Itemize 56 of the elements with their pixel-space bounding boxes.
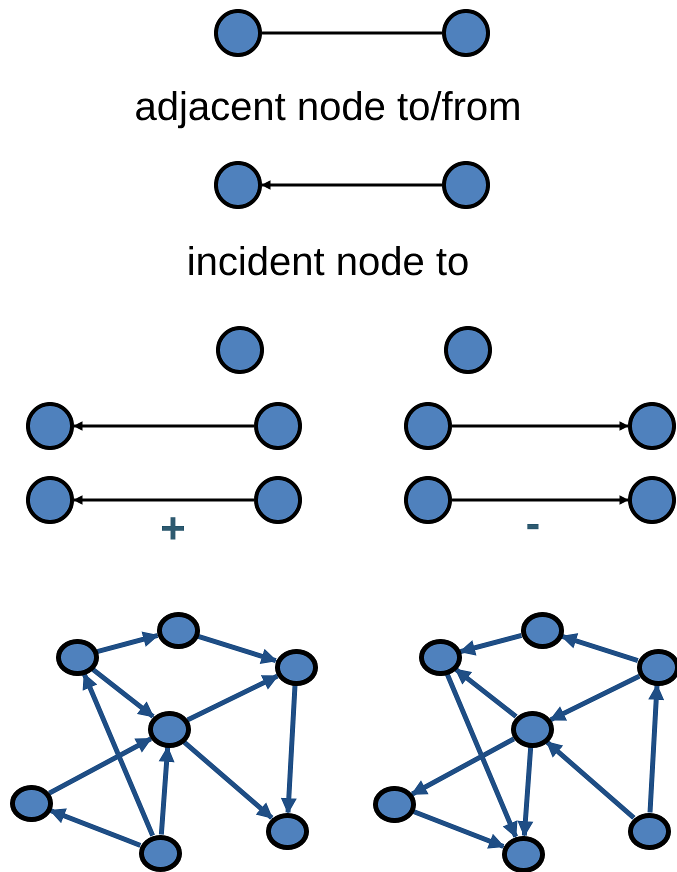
arrow: [91, 667, 155, 719]
arrow: [197, 634, 278, 664]
arrow: [186, 674, 279, 722]
node-circle: [274, 648, 318, 686]
node-circle: [148, 710, 190, 748]
node-circle: [628, 476, 676, 524]
arrow: [158, 746, 175, 835]
node-circle: [628, 402, 676, 450]
node-circle: [418, 638, 462, 676]
node-circle: [520, 612, 564, 648]
arrow: [459, 633, 522, 656]
arrow: [410, 736, 516, 796]
arrow: [73, 495, 254, 505]
node-circle: [26, 402, 74, 450]
node-circle: [26, 476, 74, 524]
node-circle: [510, 710, 554, 748]
node-circle: [628, 812, 670, 850]
heading-text: adjacent node to/from: [134, 85, 522, 129]
arrow: [261, 180, 442, 190]
heading-text: incident node to: [186, 240, 470, 284]
node-circle: [372, 786, 416, 822]
arrow: [48, 736, 152, 796]
minus-sign: -: [526, 500, 540, 548]
arrow: [549, 674, 640, 722]
arrow: [454, 667, 518, 719]
plus-sign: +: [160, 505, 186, 554]
node-circle: [254, 402, 302, 450]
arrow: [280, 685, 298, 814]
node-circle: [214, 9, 262, 57]
node-circle: [442, 161, 490, 209]
arrow: [452, 421, 629, 431]
arrow: [412, 809, 505, 849]
node-circle: [138, 834, 182, 872]
arrow: [445, 673, 518, 838]
node-circle: [156, 612, 200, 648]
arrow: [49, 808, 142, 848]
node-circle: [444, 326, 492, 374]
arrow: [517, 747, 534, 838]
arrow: [73, 421, 254, 431]
arrow: [560, 633, 639, 663]
node-circle: [254, 476, 302, 524]
arrow: [452, 495, 629, 505]
arrow: [96, 631, 160, 654]
node-circle: [214, 161, 262, 209]
connector-line: [262, 32, 442, 34]
arrow: [648, 684, 664, 813]
arrow: [182, 740, 274, 820]
node-circle: [266, 812, 308, 850]
node-circle: [56, 638, 98, 676]
arrow: [82, 672, 155, 837]
node-circle: [404, 402, 452, 450]
node-circle: [404, 476, 452, 524]
node-circle: [442, 9, 490, 57]
node-circle: [216, 326, 264, 374]
node-circle: [10, 784, 52, 822]
arrow: [545, 740, 636, 820]
